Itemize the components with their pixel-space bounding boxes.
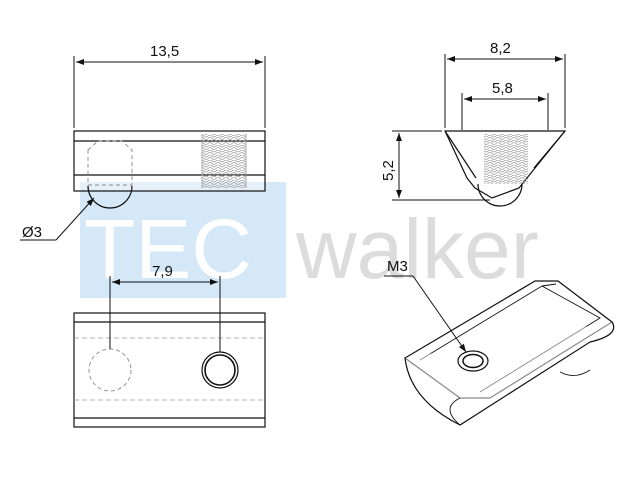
dimension-hole-spacing-label: 7,9 (152, 263, 173, 280)
watermark-block (80, 182, 286, 298)
dimension-top-width-label: 8,2 (490, 40, 511, 57)
iso-hole-inner (462, 353, 484, 369)
iso-hole-outer (457, 350, 489, 372)
dimension-diameter-label: Ø3 (22, 224, 42, 241)
dimension-length-label: 13,5 (150, 43, 179, 60)
dimension-height: 5,2 (380, 130, 490, 201)
dimension-hole-spacing: 7,9 (109, 263, 221, 352)
dimension-top-width: 8,2 (444, 40, 566, 128)
dimension-inner-width: 5,8 (461, 80, 549, 130)
front-thread-section (484, 134, 528, 184)
threaded-hole-inner (204, 354, 236, 386)
isometric-view (403, 280, 615, 426)
dimension-length: 13,5 (73, 43, 266, 128)
side-view (73, 130, 266, 209)
bottom-view (73, 312, 266, 428)
front-view (444, 130, 567, 207)
dimension-diameter: Ø3 (20, 197, 95, 241)
dimension-height-label: 5,2 (380, 160, 397, 181)
dimension-thread: M3 (384, 258, 467, 353)
thread-section (202, 134, 246, 188)
watermark: TEC walker (80, 182, 539, 298)
dimension-thread-label: M3 (387, 258, 408, 275)
dimension-inner-width-label: 5,8 (492, 80, 513, 97)
watermark-walker: walker (295, 202, 539, 296)
